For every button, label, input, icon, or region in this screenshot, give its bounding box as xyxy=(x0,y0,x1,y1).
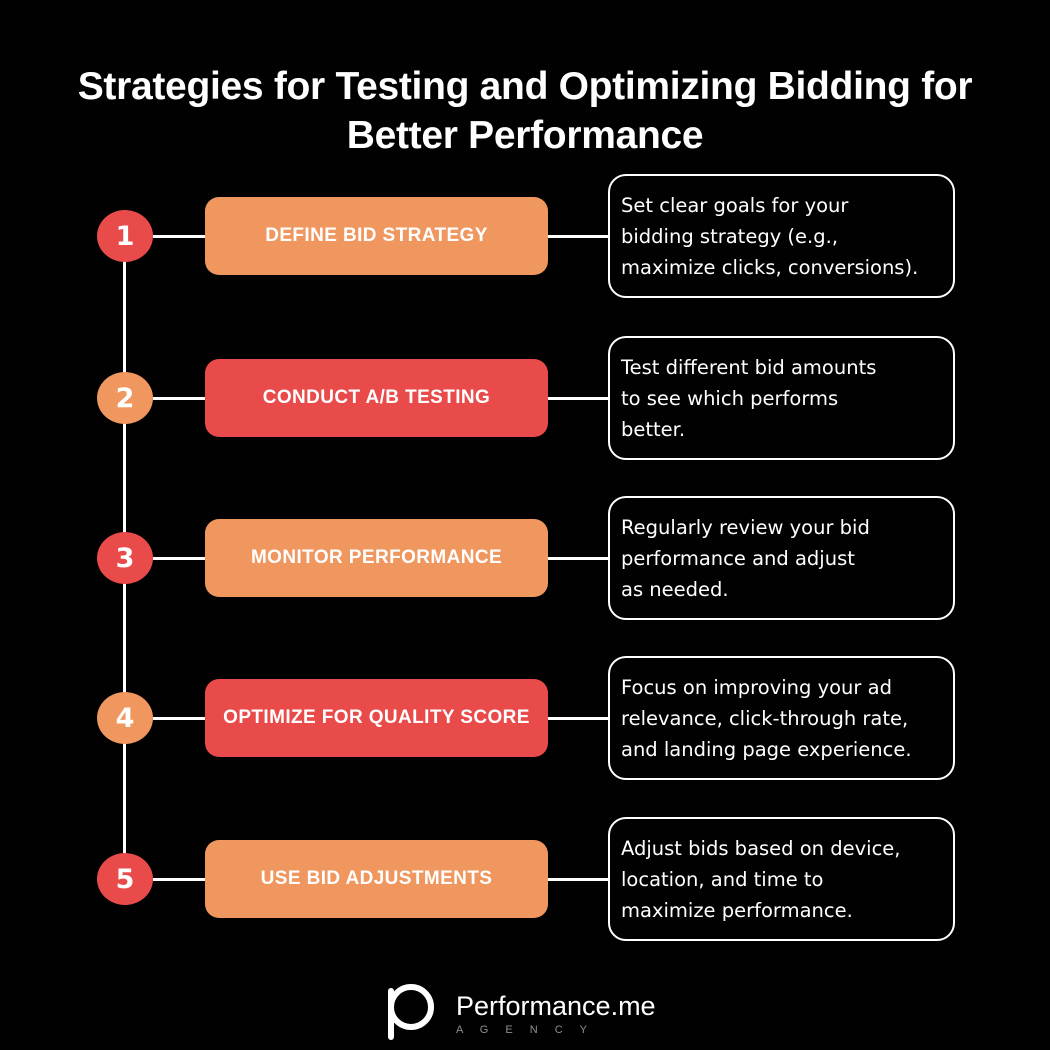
connector-line xyxy=(153,396,205,400)
infographic-title: Strategies for Testing and Optimizing Bi… xyxy=(77,65,973,158)
step-description-box: Test different bid amounts to see which … xyxy=(608,336,955,460)
step-label-box: DEFINE BID STRATEGY xyxy=(205,197,548,275)
step-row-4: 4 OPTIMIZE FOR QUALITY SCORE Focus on im… xyxy=(97,656,957,780)
connector-line xyxy=(153,877,205,881)
connector-line xyxy=(548,556,608,560)
connector-line xyxy=(548,396,608,400)
step-label-box: MONITOR PERFORMANCE xyxy=(205,519,548,597)
connector-line xyxy=(153,716,205,720)
step-label: OPTIMIZE FOR QUALITY SCORE xyxy=(223,707,530,728)
connector-line xyxy=(548,877,608,881)
connector-line xyxy=(548,234,608,238)
step-description: Focus on improving your ad relevance, cl… xyxy=(621,675,912,761)
step-number: 5 xyxy=(115,863,135,895)
step-label: USE BID ADJUSTMENTS xyxy=(260,868,493,889)
brand-text-block: Performance.me A G E N C Y xyxy=(456,984,656,1036)
step-description-box: Adjust bids based on device, location, a… xyxy=(608,817,955,941)
step-number-badge: 1 xyxy=(97,210,153,262)
step-description-box: Set clear goals for your bidding strateg… xyxy=(608,174,955,298)
step-row-3: 3 MONITOR PERFORMANCE Regularly review y… xyxy=(97,496,957,620)
step-description-box: Regularly review your bid performance an… xyxy=(608,496,955,620)
step-label-box: USE BID ADJUSTMENTS xyxy=(205,840,548,918)
step-number-badge: 5 xyxy=(97,853,153,905)
step-number: 2 xyxy=(115,382,135,414)
step-description-box: Focus on improving your ad relevance, cl… xyxy=(608,656,955,780)
connector-line xyxy=(153,234,205,238)
step-description: Regularly review your bid performance an… xyxy=(621,515,870,601)
step-label: MONITOR PERFORMANCE xyxy=(250,547,503,568)
step-row-2: 2 CONDUCT A/B TESTING Test different bid… xyxy=(97,336,957,460)
footer-brand: Performance.me A G E N C Y xyxy=(388,984,656,1040)
step-row-1: 1 DEFINE BID STRATEGY Set clear goals fo… xyxy=(97,174,957,298)
brand-name: Performance.me xyxy=(456,991,656,1021)
step-label: DEFINE BID STRATEGY xyxy=(265,225,488,246)
step-number-badge: 4 xyxy=(97,692,153,744)
step-description: Set clear goals for your bidding strateg… xyxy=(621,193,919,279)
step-number: 3 xyxy=(115,542,135,574)
connector-line xyxy=(153,556,205,560)
step-number: 1 xyxy=(115,220,135,252)
step-label: CONDUCT A/B TESTING xyxy=(262,387,491,408)
step-number-badge: 2 xyxy=(97,372,153,424)
step-row-5: 5 USE BID ADJUSTMENTS Adjust bids based … xyxy=(97,817,957,941)
step-description: Test different bid amounts to see which … xyxy=(621,355,877,441)
p-logo-icon xyxy=(388,984,436,1040)
step-description: Adjust bids based on device, location, a… xyxy=(621,836,901,922)
brand-tagline: A G E N C Y xyxy=(456,1024,594,1036)
step-number-badge: 3 xyxy=(97,532,153,584)
step-label-box: CONDUCT A/B TESTING xyxy=(205,359,548,437)
step-label-box: OPTIMIZE FOR QUALITY SCORE xyxy=(205,679,548,757)
connector-line xyxy=(548,716,608,720)
step-number: 4 xyxy=(115,702,135,734)
